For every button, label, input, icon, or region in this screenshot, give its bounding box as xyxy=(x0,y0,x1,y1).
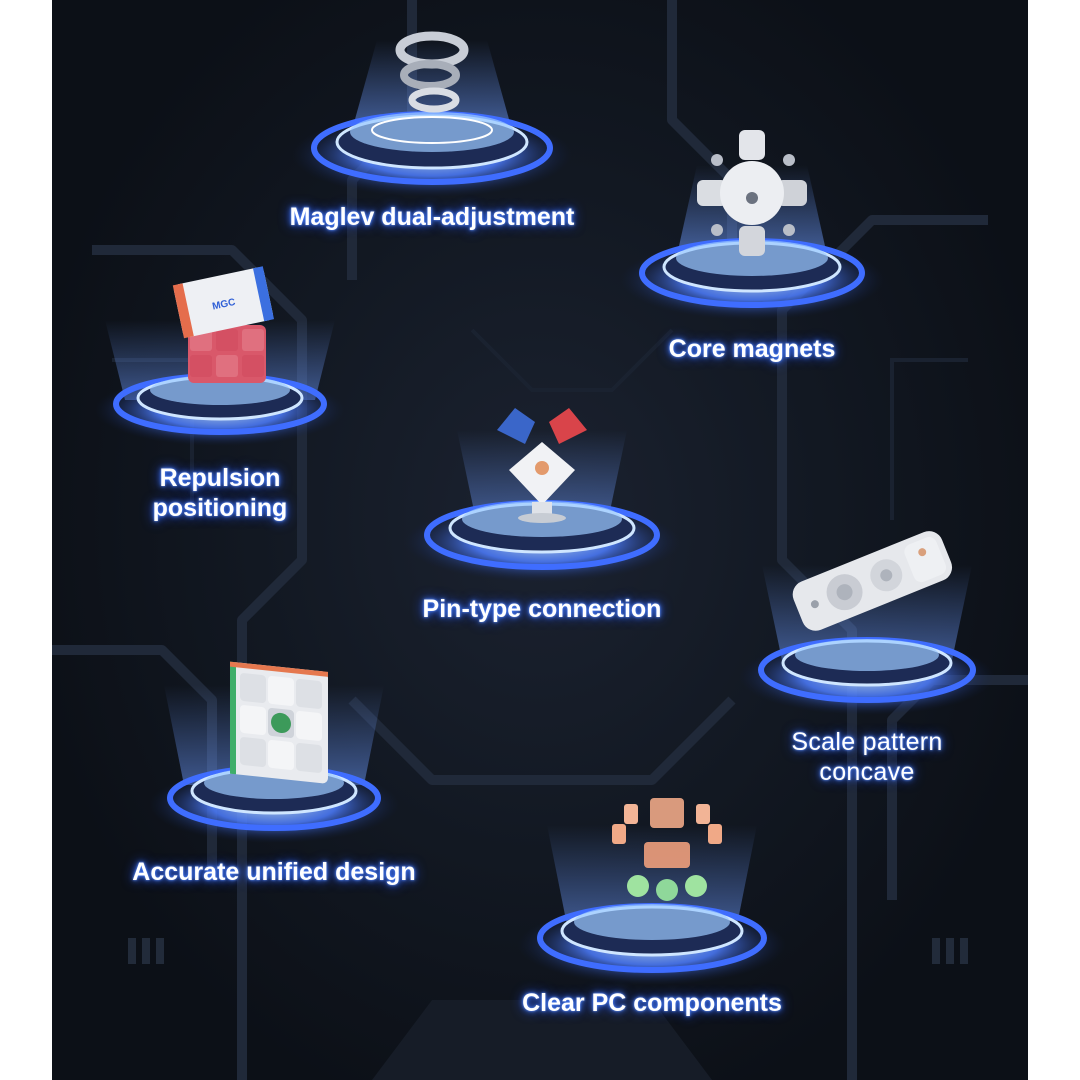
feature-label-line: positioning xyxy=(152,494,288,522)
feature-label: Pin-type connection xyxy=(422,595,662,623)
feature-label: Repulsion positioning xyxy=(90,463,350,523)
feature-label: Core magnets xyxy=(668,335,836,363)
pin-connection-icon xyxy=(497,408,587,523)
feature-label-line: Scale pattern xyxy=(791,728,943,756)
feature-accurate-design: Accurate unified design xyxy=(114,655,434,890)
feature-repulsion: MGC Repulsion positioning xyxy=(90,265,350,530)
feature-maglev: Maglev dual-adjustment xyxy=(282,20,582,260)
core-magnets-icon xyxy=(697,130,807,256)
magnet-rings-icon xyxy=(395,31,469,113)
feature-clear-components: Clear PC components xyxy=(492,790,812,1025)
feature-label-line: concave xyxy=(819,758,915,786)
glowing-pedestal xyxy=(518,825,786,985)
feature-pin-connection: Pin-type connection xyxy=(392,400,692,630)
feature-scale-pattern: Scale pattern concave xyxy=(732,515,1002,790)
cube-face-icon xyxy=(230,661,328,784)
feature-label: Scale pattern concave xyxy=(732,727,1002,787)
clear-components-icon xyxy=(612,798,722,901)
circuit-background xyxy=(52,0,1028,1080)
feature-label-line: Repulsion xyxy=(159,464,281,492)
feature-label: Clear PC components xyxy=(522,989,782,1017)
feature-label: Maglev dual-adjustment xyxy=(289,203,575,231)
scale-pattern-icon xyxy=(792,531,953,631)
feature-label: Accurate unified design xyxy=(132,858,416,886)
cube-icon: MGC xyxy=(172,266,275,383)
feature-showcase: Maglev dual-adjustment xyxy=(52,0,1028,1080)
cube-logo: MGC xyxy=(211,297,236,313)
feature-core-magnets: Core magnets xyxy=(612,130,892,370)
